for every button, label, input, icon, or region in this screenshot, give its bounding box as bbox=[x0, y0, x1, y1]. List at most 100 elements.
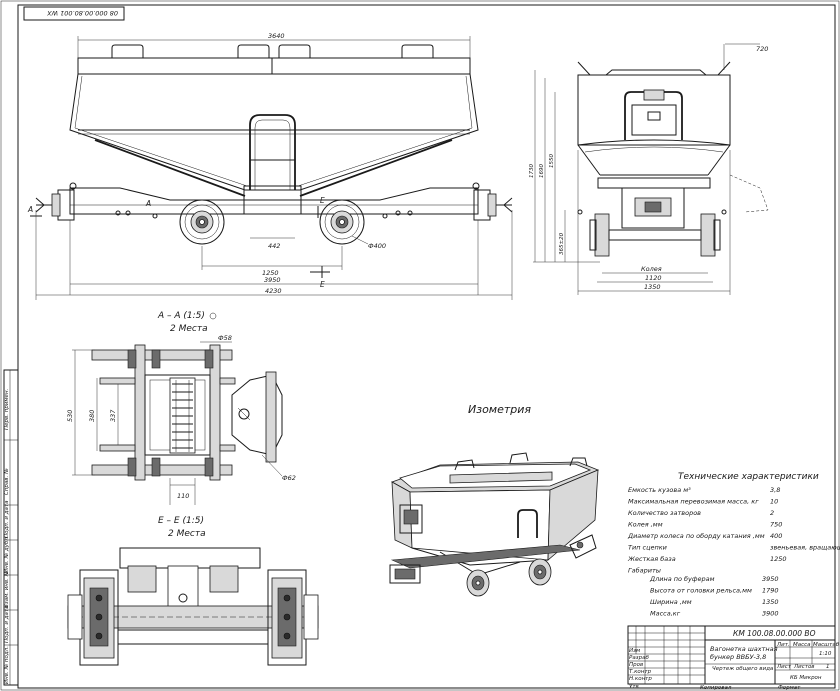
dim-3950: 3950 bbox=[264, 276, 281, 284]
spec-sub-label: Ширина ,мм bbox=[650, 598, 692, 606]
spec-sub-label: Длина по буферам bbox=[649, 575, 715, 583]
iso-wheel-1 bbox=[466, 569, 490, 597]
stamp-code-box: 08 000.00.80.001 WX bbox=[23, 6, 125, 21]
top-handle-3 bbox=[278, 44, 311, 58]
isometry-title: Изометрия bbox=[468, 403, 531, 416]
tb-name-2: бункер ВВБУ-3,8 bbox=[710, 653, 766, 661]
dim-337: 337 bbox=[109, 409, 117, 422]
spec-label: Габариты bbox=[628, 567, 661, 575]
spec-sub-label: Масса,кг bbox=[650, 610, 681, 618]
front-wheel-right bbox=[700, 213, 716, 257]
ee-wheel-left bbox=[67, 569, 119, 666]
side-stamp-3: Подп. и дата bbox=[4, 500, 10, 538]
section-aa-places: 2 Места bbox=[170, 324, 208, 334]
dim-4230: 4230 bbox=[265, 287, 282, 295]
spec-value: 400 bbox=[770, 532, 782, 540]
spec-label: Количество затворов bbox=[628, 509, 701, 517]
spec-value: 10 bbox=[770, 498, 778, 506]
tb-sheets-value: 1 bbox=[826, 664, 830, 670]
spec-label: Максимальная перевозимая масса, кг bbox=[628, 498, 759, 506]
tb-copied: Копировал bbox=[700, 685, 732, 691]
track-label: Колея bbox=[641, 265, 662, 273]
body-top-band bbox=[77, 57, 471, 75]
ee-wheel-right bbox=[267, 569, 319, 666]
tb-row-utv: Утв bbox=[629, 684, 639, 690]
section-aa: А – А (1:5) 2 Места Ф58 bbox=[66, 311, 296, 505]
side-stamp-1: Перв. примен. bbox=[4, 388, 10, 430]
coupler-head bbox=[231, 374, 283, 456]
spec-sub-value: 1790 bbox=[762, 587, 779, 595]
side-stamp-column: Перв. примен. Справ. № Подп. и дата Инв.… bbox=[3, 369, 19, 686]
sheet-inner-frame bbox=[17, 4, 836, 689]
section-mark-e-bottom: E bbox=[320, 280, 325, 289]
spec-value: 750 bbox=[770, 521, 782, 529]
tb-head-scale: Масштаб bbox=[813, 642, 840, 648]
tb-row-razrab: Разраб bbox=[629, 655, 649, 661]
spec-value: 2 bbox=[770, 509, 774, 517]
front-wheel-left bbox=[594, 213, 610, 257]
side-stamp-2: Справ. № bbox=[4, 468, 10, 495]
dim-1250: 1250 bbox=[262, 269, 279, 277]
dim-1690: 1690 bbox=[539, 164, 545, 178]
dim-530: 530 bbox=[66, 410, 74, 422]
spec-label: Тип сцепки bbox=[628, 544, 667, 552]
wheel-left bbox=[179, 199, 225, 245]
front-body bbox=[577, 74, 731, 146]
top-handle-4 bbox=[401, 44, 434, 58]
dim-110: 110 bbox=[177, 492, 189, 500]
tb-format: Формат bbox=[778, 685, 801, 691]
top-handle-2 bbox=[237, 44, 270, 58]
section-mark-a-mid: A bbox=[145, 199, 151, 208]
dim-1550: 1550 bbox=[549, 154, 555, 168]
section-mark-e-top: E bbox=[320, 196, 325, 205]
spec-sub-value: 3900 bbox=[762, 610, 779, 618]
tb-row-izm: Изм bbox=[629, 648, 640, 654]
section-ee-places: 2 Места bbox=[168, 529, 206, 539]
title-block: Изм Разраб Пров Т.контр Н.контр Утв КМ 1… bbox=[627, 625, 840, 691]
hopper-outline bbox=[69, 73, 479, 191]
spec-label: Емкость кузова м³ bbox=[628, 486, 691, 494]
section-ee-title: Е – Е (1:5) bbox=[158, 516, 204, 526]
spec-sub-value: 1350 bbox=[762, 598, 779, 606]
dim-3640: 3640 bbox=[268, 32, 285, 40]
spec-value: 3,8 bbox=[770, 486, 780, 494]
dim-wheel-dia: Ф400 bbox=[368, 242, 386, 250]
specs-title: Технические характеристики bbox=[678, 472, 819, 482]
iso-wheel-2 bbox=[528, 558, 552, 586]
dim-1730: 1730 bbox=[529, 164, 535, 178]
side-view: 3640 bbox=[27, 32, 513, 300]
spec-value: 1250 bbox=[770, 555, 787, 563]
tb-org: КБ Микрон bbox=[790, 675, 822, 681]
tb-head-mass: Масса bbox=[793, 642, 811, 648]
tb-sheet-label: Лист bbox=[776, 664, 792, 670]
center-ladder-frame bbox=[249, 114, 296, 190]
dim-1350: 1350 bbox=[644, 283, 661, 291]
side-stamp-4: Инв. № дубл. bbox=[4, 535, 10, 573]
spring-bellows bbox=[169, 377, 196, 454]
right-buffer bbox=[472, 182, 513, 221]
isometry-view: Изометрия bbox=[389, 403, 600, 597]
top-handle-1 bbox=[111, 44, 144, 58]
section-mark-a-left: A bbox=[27, 205, 33, 214]
dim-442: 442 bbox=[268, 242, 280, 250]
wheel-right bbox=[319, 199, 365, 245]
side-stamp-5: Взам. инв. № bbox=[4, 570, 10, 608]
spec-value: звеньевая, вращающаяся bbox=[770, 544, 840, 552]
spec-label: Жесткая база bbox=[627, 555, 676, 563]
spec-sub-value: 3950 bbox=[762, 575, 779, 583]
dim-d58: Ф58 bbox=[218, 334, 232, 342]
front-view: 720 1730 1690 bbox=[529, 43, 768, 295]
section-ee: Е – Е (1:5) 2 Места bbox=[67, 516, 319, 666]
dim-720: 720 bbox=[756, 45, 768, 53]
side-stamp-7: Инв. № подл. bbox=[4, 646, 10, 684]
stamp-code-text: 08 000.00.80.001 WX bbox=[47, 9, 118, 17]
tb-row-prov: Пров bbox=[629, 662, 643, 668]
specs-block: Технические характеристики Емкость кузов… bbox=[627, 472, 840, 618]
dim-365: 365±20 bbox=[559, 232, 565, 255]
tb-view-label: Чертеж общего вида bbox=[712, 666, 774, 672]
tb-row-tkontr: Т.контр bbox=[629, 669, 652, 675]
frame-beam bbox=[69, 187, 479, 215]
